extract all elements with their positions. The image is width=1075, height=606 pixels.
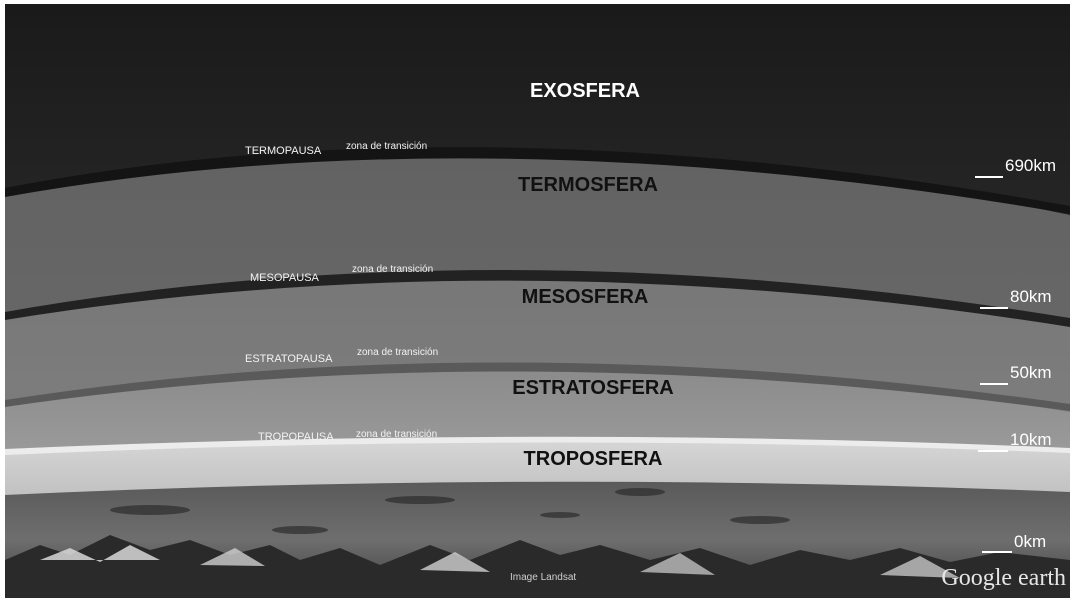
layer-name-estratosfera: ESTRATOSFERA (512, 377, 674, 399)
transition-label-estratopausa: zona de transición (357, 347, 438, 358)
google-earth-logo: Google earth (941, 565, 1066, 591)
layer-name-mesosfera: MESOSFERA (522, 286, 649, 308)
altitude-label-50km: 50km (1010, 363, 1052, 382)
transition-label-termopausa: zona de transición (346, 141, 427, 152)
mesopause-arc (5, 269, 1070, 327)
altitude-marker-80km: 80km (980, 287, 1052, 309)
altitude-label-80km: 80km (1010, 287, 1052, 306)
imagery-credit: Image Landsat (510, 572, 576, 583)
altitude-label-690km: 690km (1005, 156, 1056, 175)
pause-label-tropopausa: TROPOPAUSA (258, 431, 334, 443)
altitude-marker-50km: 50km (980, 363, 1052, 385)
altitude-marker-0km: 0km (982, 532, 1046, 553)
altitude-label-10km: 10km (1010, 430, 1052, 449)
mountains (5, 535, 1070, 598)
terrain-texture (110, 488, 790, 534)
pause-label-termopausa: TERMOPAUSA (245, 145, 322, 157)
altitude-marker-10km: 10km (978, 430, 1052, 452)
tropopause-haze (5, 436, 1070, 455)
altitude-marker-690km: 690km (975, 156, 1056, 178)
altitude-label-0km: 0km (1014, 532, 1046, 551)
layer-name-termosfera: TERMOSFERA (518, 174, 658, 196)
layer-name-troposfera: TROPOSFERA (524, 448, 663, 470)
pause-label-mesopausa: MESOPAUSA (250, 272, 320, 284)
stratopause-arc (5, 362, 1070, 411)
termopause-arc (5, 147, 1070, 214)
transition-label-mesopausa: zona de transición (352, 264, 433, 275)
transition-label-tropopausa: zona de transición (356, 429, 437, 440)
pause-label-estratopausa: ESTRATOPAUSA (245, 353, 333, 365)
layer-name-exosfera: EXOSFERA (530, 80, 640, 102)
